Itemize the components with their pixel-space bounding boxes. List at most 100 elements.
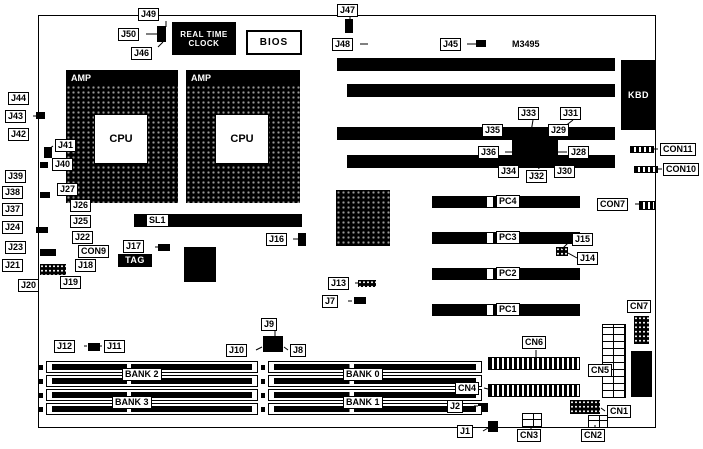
label-j14: J14 [577,252,599,265]
label-sl1: SL1 [146,214,169,227]
left-pin-header-3 [36,227,48,233]
label-j1: J1 [457,425,474,438]
label-j20: J20 [18,279,40,292]
label-j8: J8 [290,344,307,357]
label-bank0: BANK 0 [343,368,383,381]
label-pc4: PC4 [496,195,520,208]
label-cn1: CN1 [607,405,632,418]
j9-j10-j8-connector [263,336,283,352]
jumper-cluster-block [512,139,558,163]
label-j28: J28 [568,146,590,159]
label-con10: CON10 [663,163,700,176]
label-j45: J45 [440,38,462,51]
label-pc2: PC2 [496,267,520,280]
label-j50: J50 [118,28,140,41]
kbd-connector: KBD [621,60,656,130]
con7-connector [639,201,655,210]
rtc-line2: CLOCK [188,38,220,48]
j1-connector [488,421,498,432]
j12-j11-connector [88,343,100,351]
label-j29: J29 [548,124,570,137]
label-j35: J35 [482,124,504,137]
cn4-connector [488,384,580,397]
simm-slot-left-3 [39,389,258,401]
label-cn7: CN7 [627,300,652,313]
label-j31: J31 [560,107,582,120]
label-j7: J7 [322,295,339,308]
label-j38: J38 [2,186,24,199]
label-con9: CON9 [78,245,110,258]
j13-connector [358,280,376,287]
cn5-connector [602,324,626,398]
chip-label-m3495: M3495 [512,39,540,49]
label-j13: J13 [328,277,350,290]
label-j2: J2 [447,400,464,413]
label-j19: J19 [60,276,82,289]
j45-connector [476,40,486,47]
label-j24: J24 [2,221,24,234]
j7-connector [354,297,366,304]
cpu-socket-2: AMP CPU [186,70,300,203]
label-pc3: PC3 [496,231,520,244]
label-j47: J47 [337,4,359,17]
label-j12: J12 [54,340,76,353]
label-j30: J30 [554,165,576,178]
tag-chip: TAG [118,254,152,267]
label-j22: J22 [72,231,94,244]
label-j27: J27 [57,183,79,196]
label-j26: J26 [70,199,92,212]
cn1-connector [570,400,600,414]
label-cn5: CN5 [588,364,613,377]
cn2-connector [588,415,608,428]
left-pin-header-1 [40,162,48,168]
j15-j14-connector [556,247,568,256]
j50-connector [157,26,166,42]
label-j39: J39 [5,170,27,183]
label-j49: J49 [138,8,160,21]
label-j23: J23 [5,241,27,254]
j16-connector [298,233,306,246]
label-j17: J17 [123,240,145,253]
label-j44: J44 [8,92,30,105]
cpu-label-1: CPU [94,114,148,164]
label-cn6: CN6 [522,336,547,349]
amp-label-1: AMP [71,73,91,83]
label-cn4: CN4 [455,382,480,395]
label-j48: J48 [332,38,354,51]
label-j9: J9 [261,318,278,331]
label-bank3: BANK 3 [112,396,152,409]
label-j40: J40 [52,158,74,171]
label-bank1: BANK 1 [343,396,383,409]
label-pc1: PC1 [496,303,520,316]
j41-connector [44,147,52,158]
con10-connector [634,166,658,173]
label-j41: J41 [55,139,77,152]
label-j34: J34 [498,165,520,178]
label-j10: J10 [226,344,248,357]
label-j46: J46 [131,47,153,60]
j47-connector [345,19,353,33]
cpu-label-2: CPU [215,114,269,164]
label-con11: CON11 [660,143,696,156]
label-j33: J33 [518,107,540,120]
label-j15: J15 [572,233,594,246]
j17-connector [158,244,170,251]
label-j18: J18 [75,259,97,272]
label-j43: J43 [5,110,27,123]
j43-connector [36,112,45,119]
label-bank2: BANK 2 [122,368,162,381]
amp-label-2: AMP [191,73,211,83]
label-con7: CON7 [597,198,629,211]
cn3-connector [522,413,542,427]
cn7-connector [634,316,649,344]
chip-large [336,190,390,246]
rtc-line1: REAL TIME [180,29,228,39]
label-j16: J16 [266,233,288,246]
power-block [631,351,652,397]
label-j36: J36 [478,146,500,159]
bios-chip: BIOS [246,30,302,55]
label-j21: J21 [2,259,24,272]
